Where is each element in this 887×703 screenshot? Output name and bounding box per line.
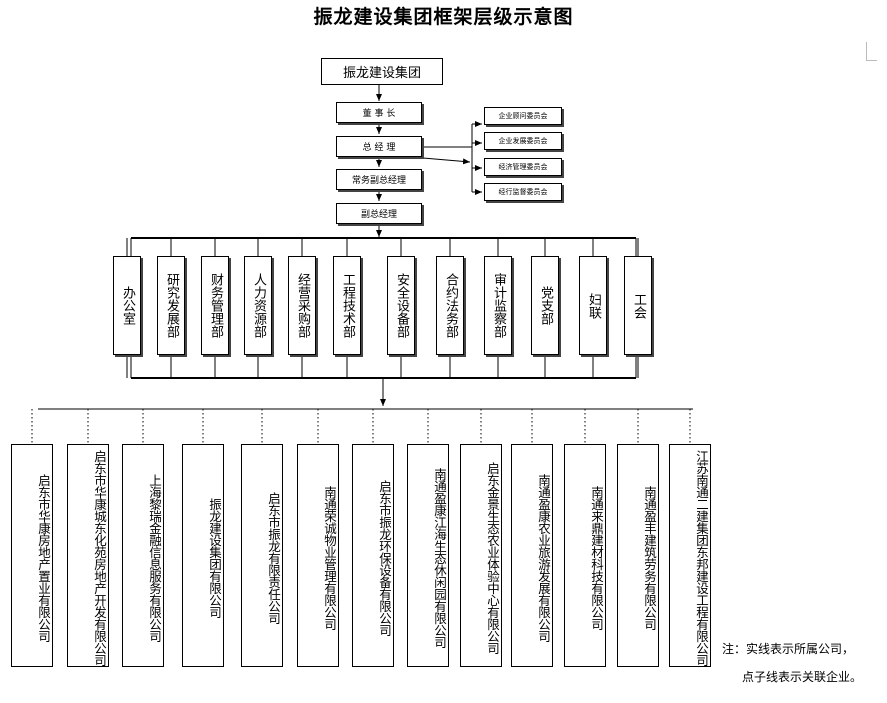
company-box: 启东市振龙环保设备有限公司 (352, 444, 394, 667)
company-box: 上海黎瑞金融信息服务有限公司 (122, 444, 164, 667)
company-box: 启东金景生态农业体验中心有限公司 (460, 444, 502, 667)
company-box: 振龙建设集团有限公司 (182, 444, 224, 667)
committee-supervision-box: 经行监督委员会 (484, 183, 562, 201)
company-box: 启东市振龙有限责任公司 (241, 444, 283, 667)
company-box: 南通盈丰建筑劳务有限公司 (617, 444, 659, 667)
company-box: 启东市华康房地产置业有限公司 (11, 444, 53, 667)
company-box: 南通盈康农业旅游发展有限公司 (511, 444, 553, 667)
dept-womens-federation: 妇联 (579, 256, 607, 355)
vice-gm-box: 副总经理 (336, 203, 422, 224)
dept-purchasing: 经营采购部 (288, 256, 316, 355)
dept-office: 办公室 (113, 256, 141, 355)
committee-economic-box: 经济管理委员会 (484, 158, 562, 176)
group-root-box: 振龙建设集团 (321, 58, 443, 85)
company-box: 江苏南通二建集团东邦建设工程有限公司 (669, 444, 711, 667)
dept-finance: 财务管理部 (201, 256, 229, 355)
dept-audit: 审计监察部 (484, 256, 512, 355)
dept-party-branch: 党支部 (531, 256, 559, 355)
dept-research: 研究发展部 (157, 256, 185, 355)
dept-engineering: 工程技术部 (333, 256, 361, 355)
committee-advisory-box: 企业顾问委员会 (484, 107, 562, 125)
executive-vice-gm-box: 常务副总经理 (336, 169, 422, 190)
dept-safety: 安全设备部 (387, 256, 415, 355)
company-box: 南通盈康江海生态休闲园有限公司 (407, 444, 449, 667)
legend-note-line2: 点子线表示关联企业。 (742, 670, 863, 684)
dept-hr: 人力资源部 (244, 256, 272, 355)
dept-union: 工会 (624, 256, 652, 355)
page-corner-mark (866, 42, 877, 61)
chairman-box: 董 事 长 (336, 102, 422, 123)
legend-note-line1: 注：实线表示所属公司， (722, 642, 855, 656)
page-title: 振龙建设集团框架层级示意图 (313, 6, 574, 28)
company-box: 南通荣诚物业管理有限公司 (297, 444, 339, 667)
general-manager-box: 总 经 理 (336, 136, 422, 157)
committee-development-box: 企业发展委员会 (484, 132, 562, 150)
company-box: 南通来鼎建材科技有限公司 (564, 444, 606, 667)
dept-legal: 合约法务部 (436, 256, 464, 355)
company-box: 启东市华康城东化苑房地产开发有限公司 (67, 444, 109, 667)
